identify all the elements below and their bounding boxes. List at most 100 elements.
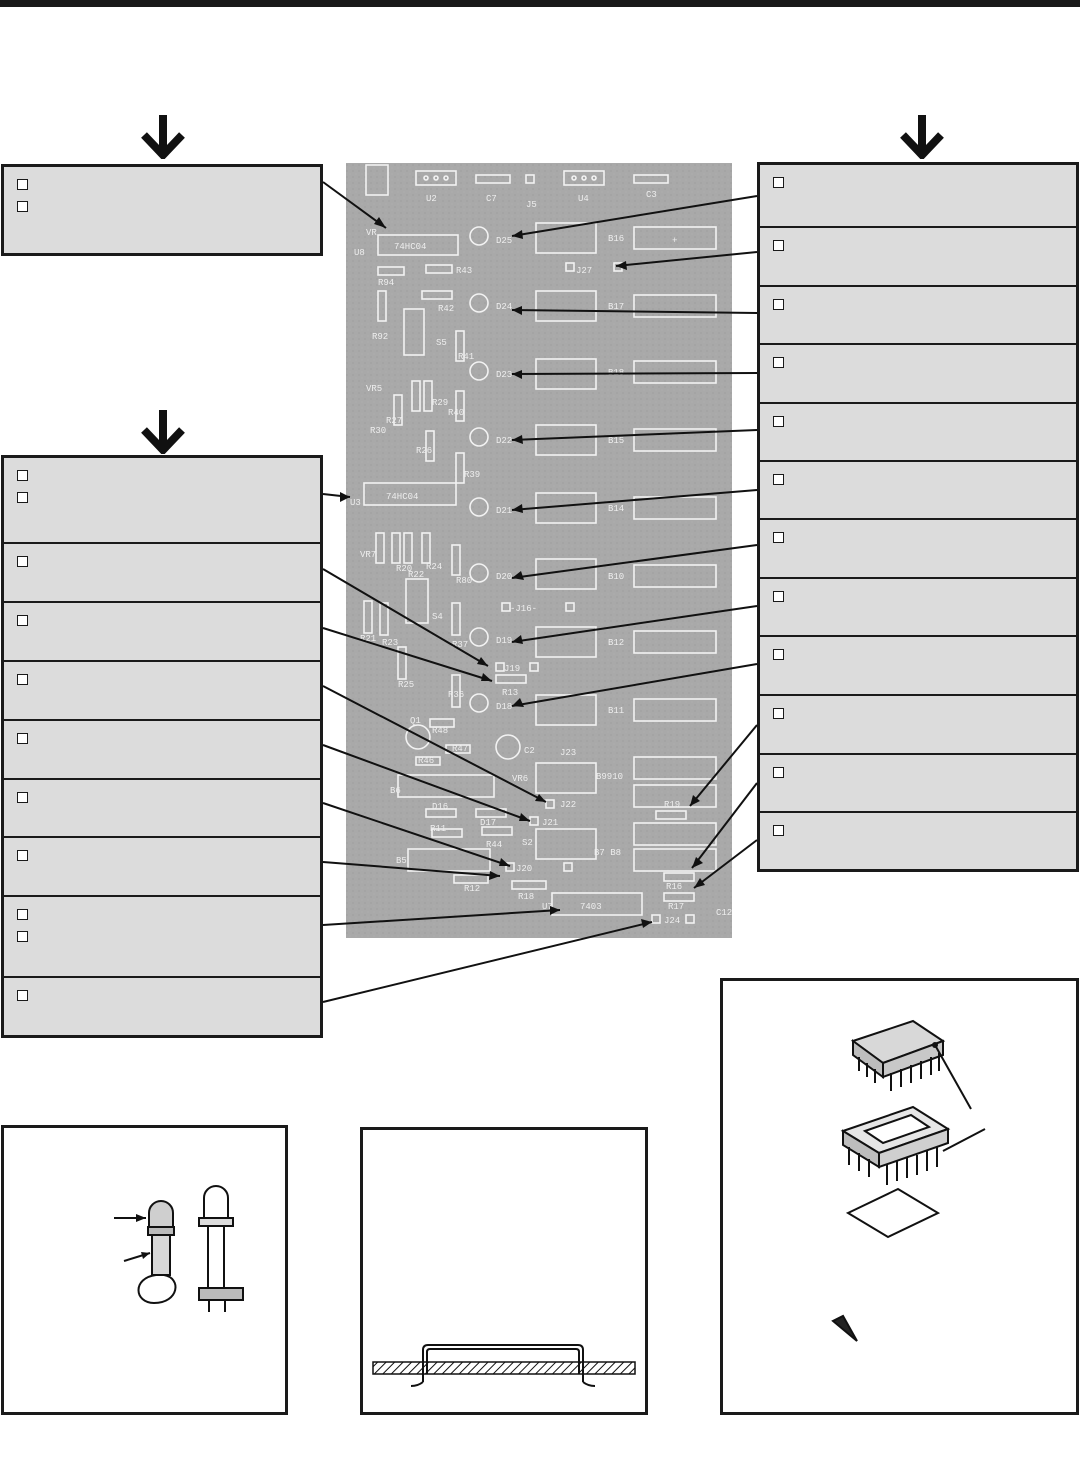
checkbox[interactable]: [773, 240, 784, 251]
checkbox[interactable]: [773, 177, 784, 188]
checkbox[interactable]: [773, 591, 784, 602]
pcb-label: R37: [452, 640, 468, 650]
pcb-label: R36: [448, 690, 464, 700]
checkbox[interactable]: [17, 179, 28, 190]
instruction-cell: [4, 458, 320, 544]
pcb-label: D19: [496, 636, 512, 646]
pcb-label: R92: [372, 332, 388, 342]
pcb-label: R47: [452, 744, 468, 754]
pcb-label: R94: [378, 278, 394, 288]
pcb-label: R26: [416, 446, 432, 456]
pcb-label: R48: [432, 726, 448, 736]
checkbox[interactable]: [773, 532, 784, 543]
pcb-label: VR6: [512, 774, 528, 784]
checkbox[interactable]: [17, 615, 28, 626]
pcb-label: R30: [370, 426, 386, 436]
checkbox[interactable]: [17, 931, 28, 942]
pcb-label: +: [672, 236, 677, 246]
checkbox[interactable]: [17, 990, 28, 1001]
checkbox[interactable]: [773, 357, 784, 368]
checkbox[interactable]: [773, 649, 784, 660]
pcb-label: VR7: [360, 550, 376, 560]
instruction-cell: [760, 813, 1076, 869]
pcb-label: R11: [430, 824, 446, 834]
pcb-label: R17: [668, 902, 684, 912]
checkbox[interactable]: [773, 299, 784, 310]
pcb-label: Q1: [410, 716, 421, 726]
down-arrow-icon: [141, 410, 185, 454]
instruction-cell: [760, 520, 1076, 579]
pcb-label: R43: [456, 266, 472, 276]
pcb-label: S5: [436, 338, 447, 348]
pcb-label: J5: [526, 200, 537, 210]
down-arrow-icon: [900, 115, 944, 159]
checkbox[interactable]: [773, 767, 784, 778]
pcb-label: S2: [522, 838, 533, 848]
ic-socket-illustration: [831, 1019, 986, 1342]
checkbox[interactable]: [17, 674, 28, 685]
pcb-label: R23: [382, 638, 398, 648]
instruction-cell: [760, 228, 1076, 287]
pcb-label: U2: [426, 194, 437, 204]
pcb-label: R12: [464, 884, 480, 894]
pcb-label: R21: [360, 634, 376, 644]
checkbox[interactable]: [17, 470, 28, 481]
instruction-cell: [760, 696, 1076, 755]
pcb-label: J27: [576, 266, 592, 276]
pcb-label: B12: [608, 638, 624, 648]
pcb-label: R44: [486, 840, 502, 850]
pcb-label: C2: [524, 746, 535, 756]
pcb-label: B7 B8: [594, 848, 621, 858]
instruction-cell: [4, 780, 320, 838]
checkbox[interactable]: [773, 474, 784, 485]
pcb-label: D22: [496, 436, 512, 446]
pcb-label: B17: [608, 302, 624, 312]
pcb-label: D21: [496, 506, 512, 516]
instruction-cell: [760, 462, 1076, 520]
pcb-label: R25: [398, 680, 414, 690]
checkbox[interactable]: [17, 556, 28, 567]
pcb-label: J19: [504, 664, 520, 674]
pcb-label: J24: [664, 916, 680, 926]
instruction-cell: [4, 603, 320, 662]
instruction-cell: [760, 165, 1076, 228]
pcb-label: R41: [458, 352, 474, 362]
pcb-label: B10: [608, 572, 624, 582]
pcb-label: U7: [542, 902, 553, 912]
pcb-label: B11: [608, 706, 624, 716]
pcb-label: R40: [448, 408, 464, 418]
led-mounting-figure: [1, 1125, 288, 1415]
checkbox[interactable]: [773, 825, 784, 836]
checkbox[interactable]: [17, 850, 28, 861]
pcb-label: VR: [366, 228, 377, 238]
instruction-cell: [760, 579, 1076, 637]
instruction-cell: [4, 544, 320, 603]
pcb-label: -J16-: [510, 604, 537, 614]
checkbox[interactable]: [17, 492, 28, 503]
pcb-label: B9910: [596, 772, 623, 782]
checkbox[interactable]: [17, 909, 28, 920]
pcb-label: R22: [408, 570, 424, 580]
pcb-label: J20: [516, 864, 532, 874]
pcb-label: R80: [456, 576, 472, 586]
jumper-wire-figure: [360, 1127, 648, 1415]
pcb-label: B5: [396, 856, 407, 866]
pcb-label: B6: [390, 786, 401, 796]
checkbox[interactable]: [773, 416, 784, 427]
pcb-label: R42: [438, 304, 454, 314]
instruction-cell: [760, 345, 1076, 404]
checkbox[interactable]: [17, 733, 28, 744]
pcb-label: J23: [560, 748, 576, 758]
pcb-label: B18: [608, 368, 624, 378]
instruction-cell: [760, 404, 1076, 462]
checkbox[interactable]: [17, 792, 28, 803]
pcb-label: C3: [646, 190, 657, 200]
pcb-label: R24: [426, 562, 442, 572]
right-instruction-column: [757, 162, 1079, 872]
instruction-cell: [4, 838, 320, 897]
pcb-label: R19: [664, 800, 680, 810]
checkbox[interactable]: [773, 708, 784, 719]
pcb-label: D18: [496, 702, 512, 712]
pcb-label: R16: [666, 882, 682, 892]
checkbox[interactable]: [17, 201, 28, 212]
